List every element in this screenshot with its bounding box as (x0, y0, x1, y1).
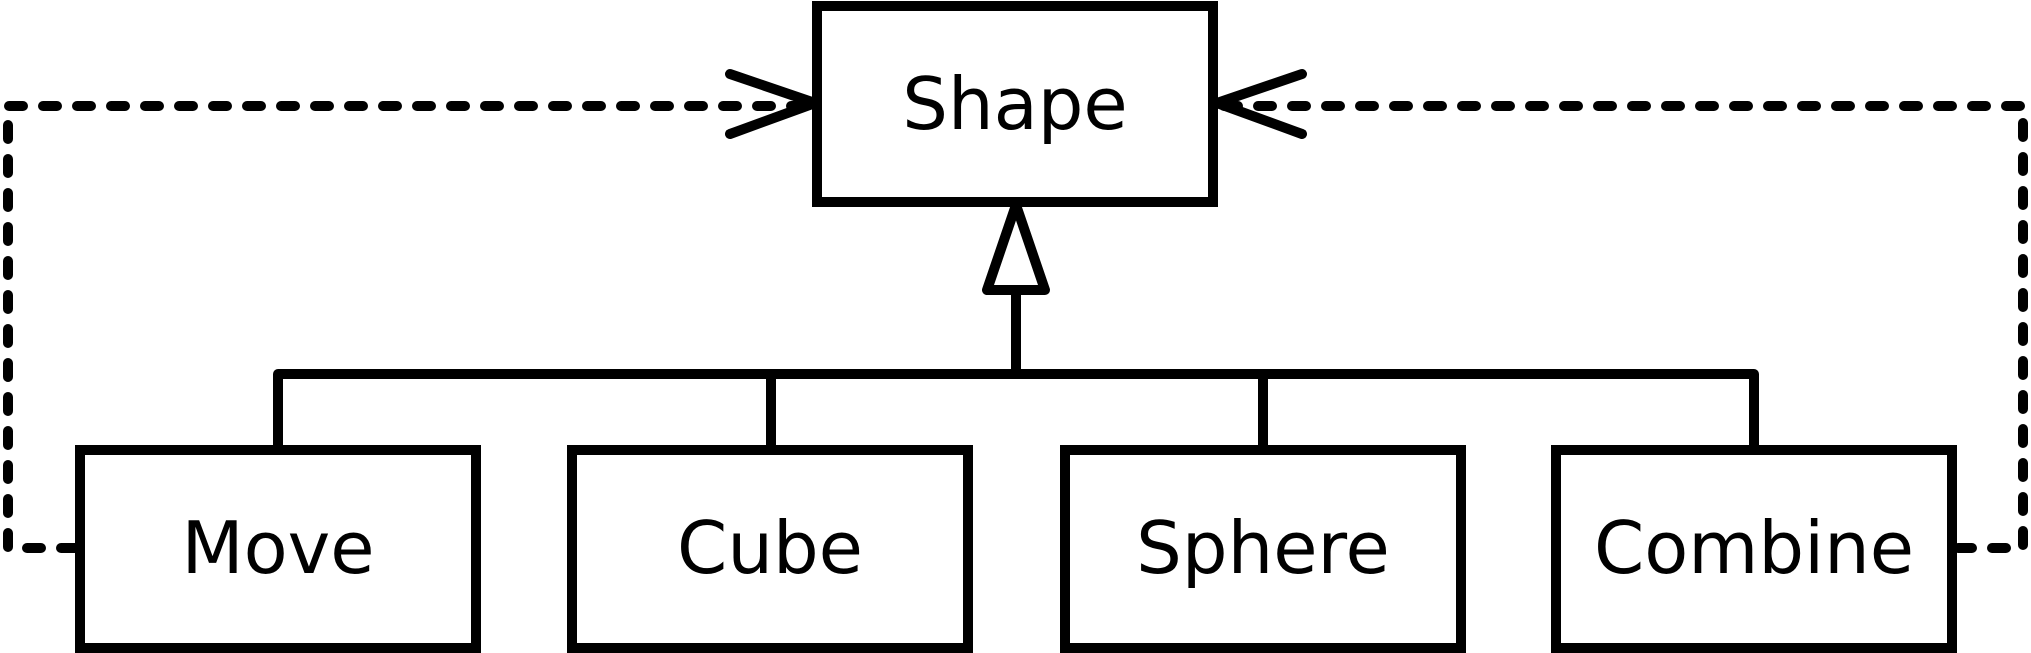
class-label-cube: Cube (677, 506, 863, 590)
generalization-bus (273, 369, 1759, 453)
class-box-shape: Shape (812, 1, 1218, 207)
class-box-cube: Cube (567, 445, 973, 653)
class-label-combine: Combine (1594, 506, 1914, 590)
hollow-triangle-icon (982, 200, 1050, 295)
class-box-combine: Combine (1551, 445, 1957, 653)
class-label-sphere: Sphere (1136, 506, 1390, 590)
class-label-move: Move (181, 506, 374, 590)
dependency-edge-combine-shape (1217, 101, 2028, 553)
dependency-edge-move-shape (3, 101, 810, 553)
class-label-shape: Shape (902, 62, 1127, 146)
class-box-move: Move (75, 445, 481, 653)
class-box-sphere: Sphere (1060, 445, 1466, 653)
